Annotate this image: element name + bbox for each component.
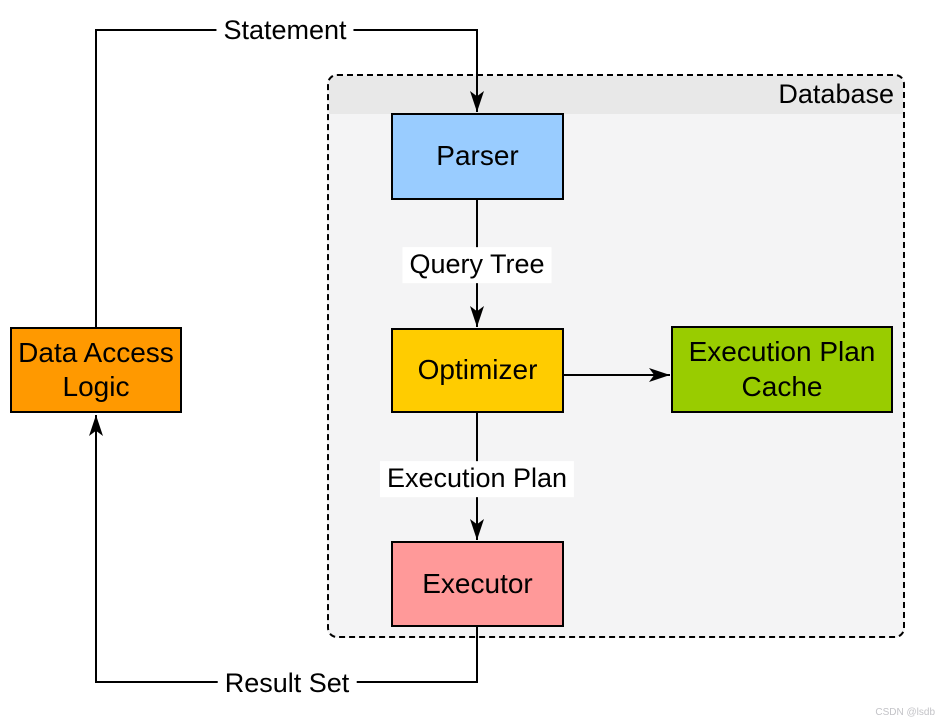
node-executor: Executor xyxy=(391,541,564,627)
database-container-title: Database xyxy=(329,76,903,114)
edge-label-query-tree: Query Tree xyxy=(402,247,552,283)
node-data-access-logic: Data Access Logic xyxy=(10,327,182,413)
node-parser: Parser xyxy=(391,113,564,200)
node-execution-plan-cache: Execution Plan Cache xyxy=(671,326,893,413)
edge-label-result-set: Result Set xyxy=(217,666,357,702)
node-optimizer: Optimizer xyxy=(391,328,564,413)
edge-label-execution-plan: Execution Plan xyxy=(379,461,575,497)
watermark-text: CSDN @lsdb xyxy=(875,707,935,718)
edge-label-statement: Statement xyxy=(216,13,354,49)
